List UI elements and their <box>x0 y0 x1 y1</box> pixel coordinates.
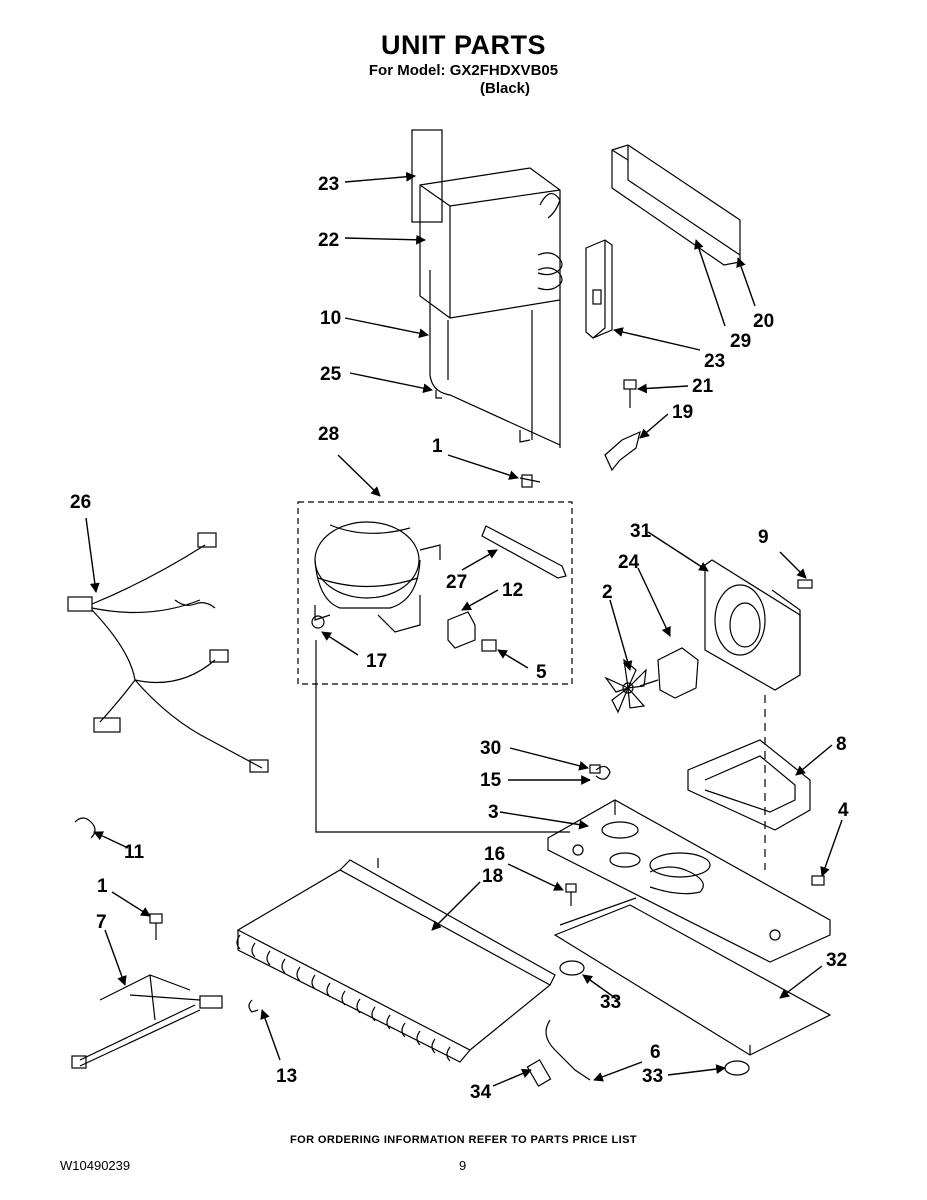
fan-shroud-part <box>704 559 801 870</box>
wire-harness-part <box>67 532 269 773</box>
document-number: W10490239 <box>60 1158 131 1173</box>
callout-7-harness: 7 <box>96 912 107 933</box>
evaporator-part <box>411 129 563 445</box>
callout-1-screw-lower: 1 <box>97 876 108 897</box>
bracket-part <box>585 239 613 339</box>
callout-25-heater-clip: 25 <box>320 364 342 385</box>
callout-21-screw: 21 <box>692 376 714 397</box>
callout-15-grommet: 15 <box>480 770 502 791</box>
callout-leaders <box>85 171 843 1087</box>
callout-8-bracket: 8 <box>836 734 847 755</box>
callout-28-compressor: 28 <box>318 424 339 445</box>
suction-line-part <box>315 640 570 833</box>
duct-cover-part <box>611 144 741 266</box>
defrost-heater-part <box>429 270 561 448</box>
part-illustrations <box>67 129 832 1087</box>
callout-26-wire-harness: 26 <box>70 492 91 513</box>
compressor-assembly-part <box>297 474 573 685</box>
callout-labels: 23 22 10 25 20 29 23 21 19 28 1 26 27 12… <box>70 174 849 1103</box>
callout-23-bracket: 23 <box>704 351 725 372</box>
page-number: 9 <box>459 1158 467 1173</box>
callout-4-screw: 4 <box>838 800 849 821</box>
page-title: UNIT PARTS <box>381 30 546 60</box>
callout-18-condenser: 18 <box>482 866 503 887</box>
callout-29-screw: 29 <box>730 331 751 352</box>
machine-compartment-base-part <box>547 799 831 963</box>
callout-20-duct-cover: 20 <box>753 311 774 332</box>
callout-23-evaporator-bracket: 23 <box>318 174 339 195</box>
callout-9-screw: 9 <box>758 527 769 548</box>
callout-6-drain-tube: 6 <box>650 1042 661 1063</box>
callout-24-fan-motor: 24 <box>618 552 640 573</box>
lower-harness-parts <box>71 817 223 1069</box>
callout-33-foot-right: 33 <box>642 1066 663 1087</box>
small-hardware-parts <box>248 579 825 1087</box>
ordering-note: FOR ORDERING INFORMATION REFER TO PARTS … <box>290 1134 637 1146</box>
callout-27-drier: 27 <box>446 572 467 593</box>
callout-33-foot: 33 <box>600 992 621 1013</box>
callout-1-screw-upper: 1 <box>432 436 443 457</box>
callout-3-base: 3 <box>488 802 499 823</box>
drain-pan-part <box>553 897 832 1056</box>
screw-and-clip-parts <box>604 379 641 472</box>
mounting-bracket-part <box>687 739 811 831</box>
callout-22-evaporator: 22 <box>318 230 339 251</box>
callout-13-clip: 13 <box>276 1066 297 1087</box>
callout-30-tube: 30 <box>480 738 501 759</box>
color-variant: (Black) <box>480 80 531 97</box>
callout-31-fan-shroud: 31 <box>630 521 652 542</box>
model-line: For Model: GX2FHDXVB05 <box>368 62 559 79</box>
condenser-coil-part <box>236 858 556 1063</box>
callout-11-clip: 11 <box>124 842 145 863</box>
callout-16-screw: 16 <box>484 844 505 865</box>
callout-17-grommet: 17 <box>366 651 387 672</box>
fan-blade-and-motor-parts <box>604 647 699 714</box>
callout-5-overload: 5 <box>536 662 547 683</box>
callout-10-heater: 10 <box>320 308 341 329</box>
callout-2-fan-blade: 2 <box>602 582 613 603</box>
callout-19-clip: 19 <box>672 402 693 423</box>
callout-32-drain-pan: 32 <box>826 950 847 971</box>
callout-34-coupling: 34 <box>470 1082 492 1103</box>
callout-12-relay: 12 <box>502 580 523 601</box>
